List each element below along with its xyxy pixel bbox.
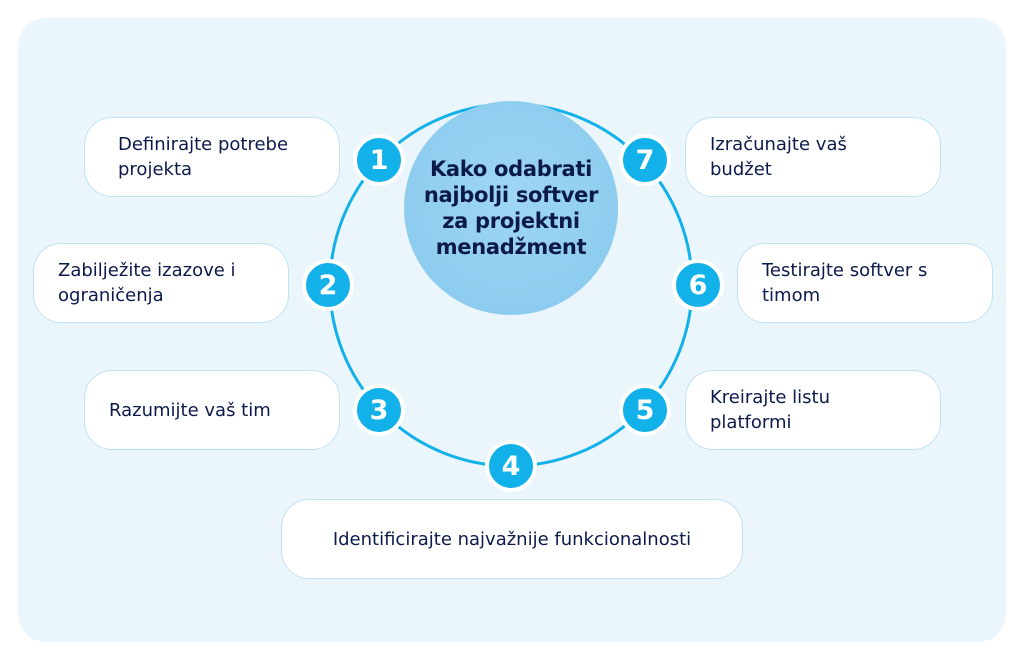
- step-3-label: Razumijte vaš tim: [109, 399, 271, 421]
- step-4-marker: 4: [485, 440, 537, 492]
- step-1-marker: 1: [353, 134, 405, 186]
- step-5-card: Kreirajte listu platformi: [685, 370, 941, 450]
- step-3-card: Razumijte vaš tim: [84, 370, 340, 450]
- step-2-card: Zabilježite izazove i ograničenja: [33, 243, 289, 323]
- step-6-marker: 6: [672, 259, 724, 311]
- step-6-card: Testirajte softver s timom: [737, 243, 993, 323]
- step-3-marker: 3: [353, 384, 405, 436]
- step-7-card: Izračunajte vaš budžet: [685, 117, 941, 197]
- step-4-label: Identificirajte najvažnije funkcionalnos…: [332, 528, 692, 550]
- step-7-label: Izračunajte vaš budžet: [710, 134, 847, 180]
- step-4-card: Identificirajte najvažnije funkcionalnos…: [281, 499, 743, 579]
- step-2-label: Zabilježite izazove i ograničenja: [58, 260, 236, 306]
- step-2-marker: 2: [302, 259, 354, 311]
- step-1-card: Definirajte potrebe projekta: [84, 117, 340, 197]
- step-5-marker: 5: [619, 384, 671, 436]
- center-title-circle: Kako odabrati najbolji softver za projek…: [404, 101, 618, 315]
- step-5-label: Kreirajte listu platformi: [710, 387, 831, 433]
- center-title: Kako odabrati najbolji softver za projek…: [423, 157, 599, 259]
- step-6-label: Testirajte softver s timom: [762, 260, 928, 306]
- step-1-label: Definirajte potrebe projekta: [118, 134, 289, 180]
- step-7-marker: 7: [619, 134, 671, 186]
